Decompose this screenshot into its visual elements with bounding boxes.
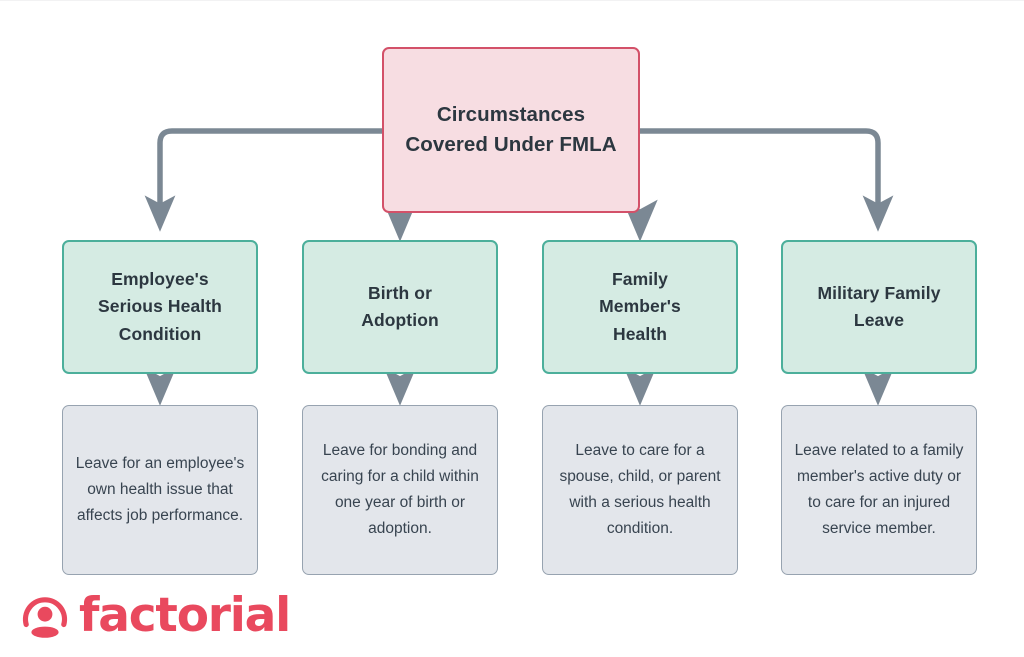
description-node-military-family-leave[interactable]: Leave related to a family member's activ…	[781, 405, 977, 575]
description-node-family-members-health[interactable]: Leave to care for a spouse, child, or pa…	[542, 405, 738, 575]
description-node-text: Leave related to a family member's activ…	[794, 441, 964, 538]
factorial-logo[interactable]: factorial	[22, 587, 291, 644]
connector-root-to-branch-0	[144, 128, 385, 232]
description-node-text: Leave to care for a spouse, child, or pa…	[559, 441, 721, 538]
connector-root-to-branch-3	[637, 128, 894, 232]
description-node-employee-serious-health-condition[interactable]: Leave for an employee's own health issue…	[62, 405, 258, 575]
description-node-text: Leave for an employee's own health issue…	[75, 454, 245, 525]
factorial-avatar-mark	[22, 597, 68, 638]
factorial-wordmark: factorial	[79, 587, 291, 643]
description-node-birth-or-adoption[interactable]: Leave for bonding and caring for a child…	[302, 405, 498, 575]
description-node-text: Leave for bonding and caring for a child…	[321, 441, 479, 538]
